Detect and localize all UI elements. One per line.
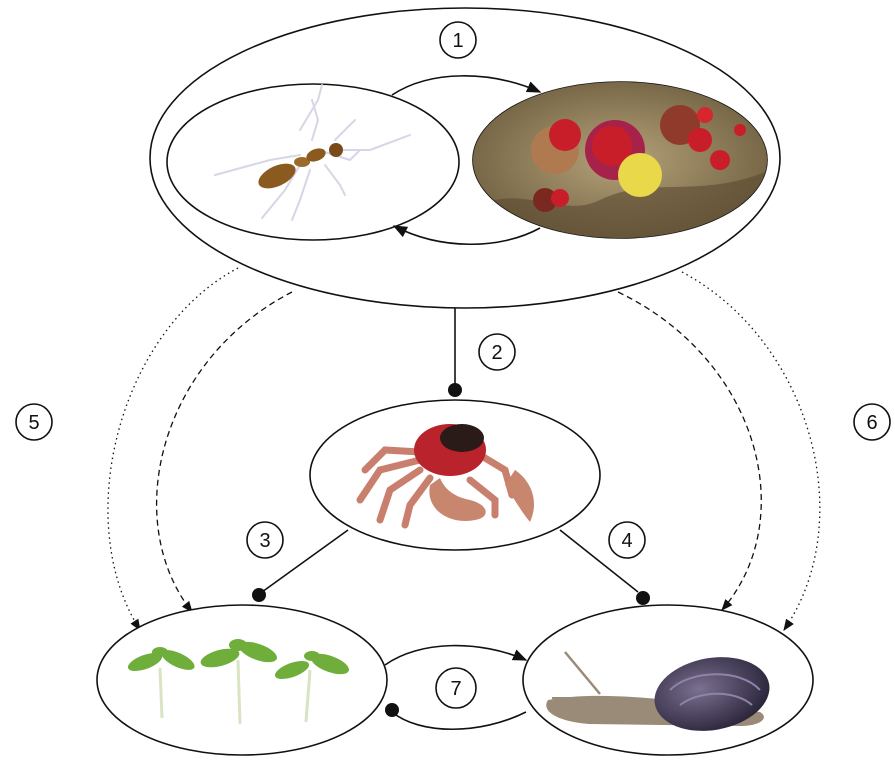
svg-text:3: 3 [259,530,270,552]
link-7-arrow [385,646,526,665]
svg-text:7: 7 [450,678,461,700]
svg-text:1: 1 [452,30,463,52]
scale-to-ant-arrow [394,226,540,244]
link-7-return [392,712,526,729]
svg-text:6: 6 [866,412,877,434]
label-4: 4 [609,522,645,558]
link-6-dotted-curve [682,272,820,630]
link-3-dot [252,588,266,602]
link-5-dotted-curve [108,268,238,630]
link-4-dot [636,591,650,605]
label-6: 6 [854,404,890,440]
ant-to-scale-arrow [392,76,540,95]
link-6-dashed-curve [618,292,761,610]
label-1: 1 [440,22,476,58]
label-2: 2 [479,334,515,370]
svg-text:4: 4 [621,530,632,552]
svg-text:5: 5 [28,412,39,434]
link-5-dashed-curve [157,292,292,612]
label-5: 5 [16,404,52,440]
label-3: 3 [247,522,283,558]
label-7: 7 [436,668,476,708]
scale-insect-cluster-illustration [470,80,770,240]
link-7-dot [385,703,399,717]
seedlings-ellipse [97,605,387,755]
link-2-dot [448,383,462,397]
svg-text:2: 2 [491,342,502,364]
